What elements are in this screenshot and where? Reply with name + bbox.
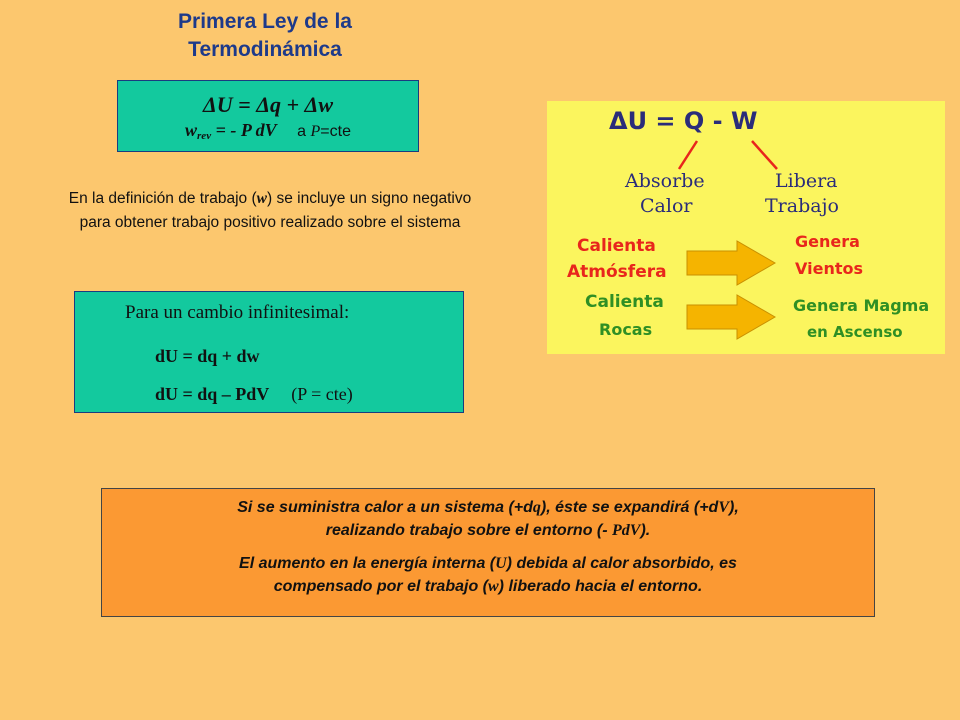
title-line-1: Primera Ley de la [178, 10, 352, 33]
row2-right-2: en Ascenso [807, 323, 903, 341]
infinitesimal-equation-2: dU = dq – PdV(P = cte) [155, 384, 353, 404]
work-subscript: rev [197, 130, 212, 142]
infinitesimal-change-box: Para un cambio infinitesimal: dU = dq + … [74, 291, 464, 413]
work-expression: = - P dV [215, 120, 277, 140]
energy-diagram-image: ΔU = Q - W Absorbe Calor Libera Trabajo … [547, 101, 945, 354]
row2-right-1: Genera Magma [793, 296, 929, 315]
row1-left-1: Calienta [577, 236, 656, 256]
summary-note-box: Si se suministra calor a un sistema (+dq… [101, 488, 875, 617]
reversible-work-equation: wrev = - P dV a P=cte [118, 117, 418, 149]
infinitesimal-heading: Para un cambio infinitesimal: [125, 302, 350, 323]
left-red-line [677, 140, 699, 170]
title-line-2: Termodinámica [188, 38, 342, 61]
calor-label: Calor [640, 195, 693, 217]
arrow-1-icon [686, 240, 776, 286]
page-title: Primera Ley de la Termodinámica [100, 8, 430, 64]
right-red-line [751, 140, 778, 170]
note-paragraph-1: Si se suministra calor a un sistema (+dq… [237, 499, 739, 539]
infinitesimal-equation-1: dU = dq + dw [155, 346, 260, 366]
trabajo-label: Trabajo [765, 195, 839, 217]
constant-pressure-condition: (P = cte) [291, 384, 353, 404]
row2-left-2: Rocas [599, 320, 652, 339]
first-law-equation: ΔU = Δq + Δw [202, 92, 333, 117]
arrow-2-icon [686, 294, 776, 340]
work-symbol: w [185, 120, 198, 140]
pressure-condition: a P=cte [297, 123, 351, 140]
libera-label: Libera [775, 170, 838, 192]
first-law-equation-box: ΔU = Δq + Δw wrev = - P dV a P=cte [117, 80, 419, 152]
image-equation: ΔU = Q - W [609, 107, 757, 135]
row1-left-2: Atmósfera [567, 262, 667, 282]
row2-left-1: Calienta [585, 292, 664, 312]
work-definition-text: En la definición de trabajo (w) se inclu… [68, 190, 472, 231]
absorbe-label: Absorbe [624, 170, 705, 192]
row1-right-1: Genera [795, 232, 860, 251]
note-paragraph-2: El aumento en la energía interna (U) deb… [239, 555, 737, 595]
work-symbol-inline: w [256, 190, 267, 207]
row1-right-2: Vientos [795, 259, 863, 278]
